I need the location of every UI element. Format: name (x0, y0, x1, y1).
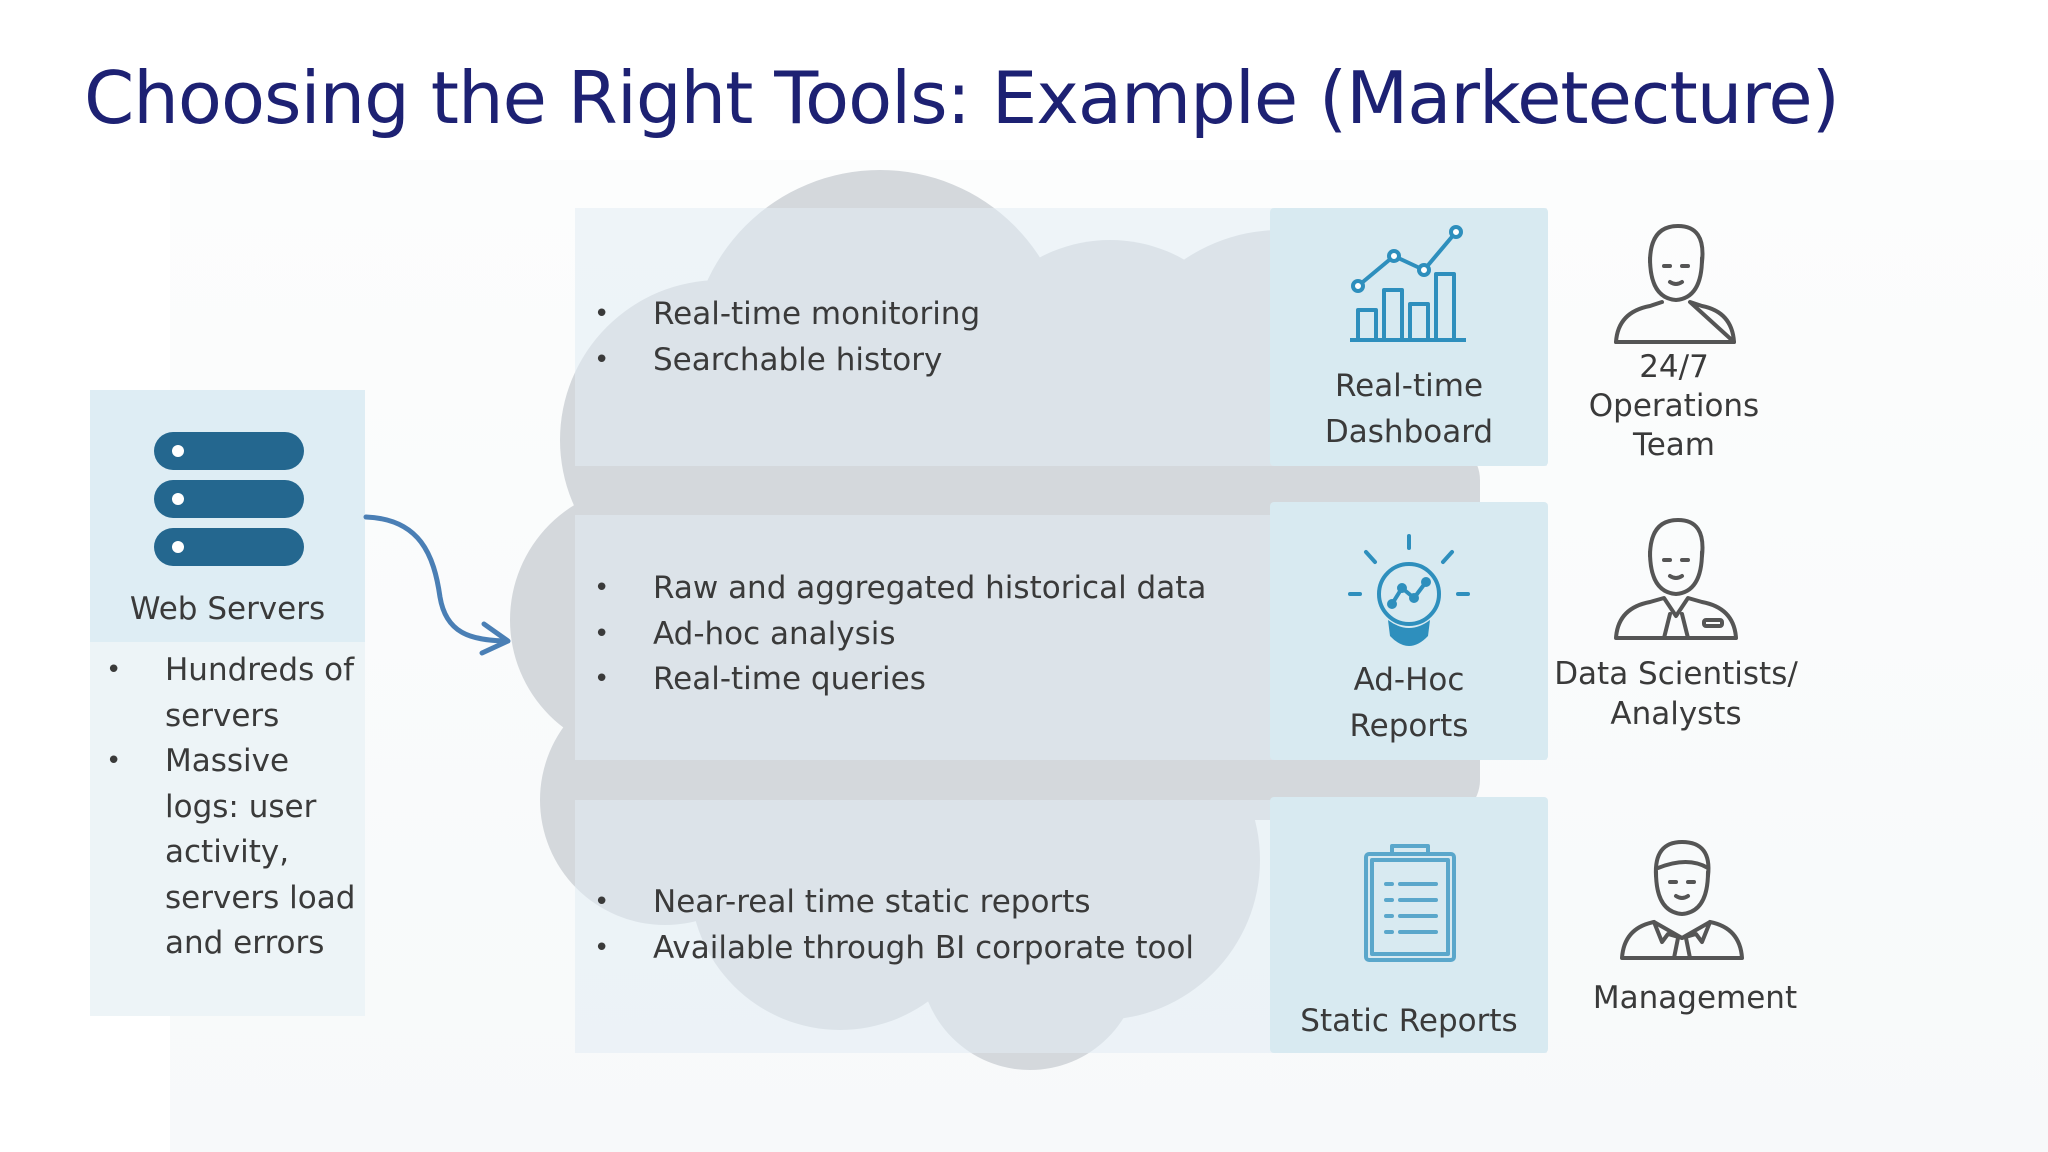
clipboard-report-icon (1364, 844, 1456, 962)
list-item: Near-real time static reports (594, 880, 1194, 926)
tool-label-realtime-dashboard: Real-time Dashboard (1270, 363, 1548, 455)
bar-chart-trend-icon (1350, 225, 1466, 342)
tool-label-line: Ad-Hoc (1353, 662, 1465, 698)
tool-label-line: Real-time (1334, 368, 1484, 404)
tool-label-line: Reports (1349, 708, 1469, 744)
persona-label-line: Operations (1588, 388, 1760, 424)
persona-label-operations: 24/7 Operations Team (1560, 348, 1788, 465)
list-item: Massive logs: user activity, servers loa… (106, 739, 356, 967)
tool-label-static-reports: Static Reports (1300, 1003, 1518, 1039)
manager-person-icon (1620, 840, 1744, 960)
lightbulb-analysis-icon (1348, 534, 1470, 646)
persona-label-line: Data Scientists/ (1554, 656, 1798, 692)
persona-label-line: Analysts (1610, 696, 1742, 732)
list-item: Available through BI corporate tool (594, 926, 1194, 972)
tool-label-adhoc-reports: Ad-Hoc Reports (1270, 657, 1548, 749)
list-item: Hundreds of servers (106, 648, 356, 739)
web-servers-label: Web Servers (129, 591, 326, 627)
persona-label-line: 24/7 (1639, 349, 1709, 385)
list-item: Ad-hoc analysis (594, 612, 1206, 658)
slide-title: Choosing the Right Tools: Example (Marke… (84, 56, 1840, 140)
web-servers-bullet-list: Hundreds of servers Massive logs: user a… (106, 648, 356, 967)
operator-person-icon (1614, 224, 1736, 344)
list-item: Real-time queries (594, 657, 1206, 703)
analyst-person-icon (1614, 518, 1738, 640)
flow-arrow (363, 514, 511, 656)
static-bullet-list: Near-real time static reports Available … (594, 880, 1194, 971)
persona-label-line: Team (1633, 427, 1715, 463)
adhoc-bullet-list: Raw and aggregated historical data Ad-ho… (594, 566, 1206, 703)
list-item: Raw and aggregated historical data (594, 566, 1206, 612)
tool-tile-static-reports (1270, 797, 1548, 1053)
tool-label-line: Dashboard (1324, 414, 1494, 450)
list-item: Real-time monitoring (594, 292, 980, 338)
server-stack-icon (154, 432, 304, 566)
list-item: Searchable history (594, 338, 980, 384)
persona-label-management: Management (1592, 980, 1798, 1016)
persona-label-analysts: Data Scientists/ Analysts (1540, 654, 1812, 734)
realtime-bullet-list: Real-time monitoring Searchable history (594, 292, 980, 383)
